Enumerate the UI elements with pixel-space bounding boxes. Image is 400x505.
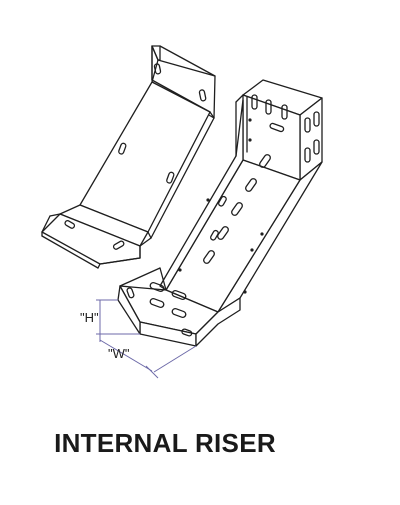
height-dimension-label: "H" — [80, 310, 99, 325]
riser-tray — [117, 79, 323, 347]
tray-slots — [126, 94, 320, 337]
bolt-holes — [178, 118, 264, 294]
product-title: INTERNAL RISER — [54, 428, 276, 458]
width-dimension-label: "W" — [108, 346, 130, 361]
cover-slots — [64, 63, 207, 250]
dimension-lines — [96, 299, 197, 379]
riser-cover — [41, 45, 216, 269]
